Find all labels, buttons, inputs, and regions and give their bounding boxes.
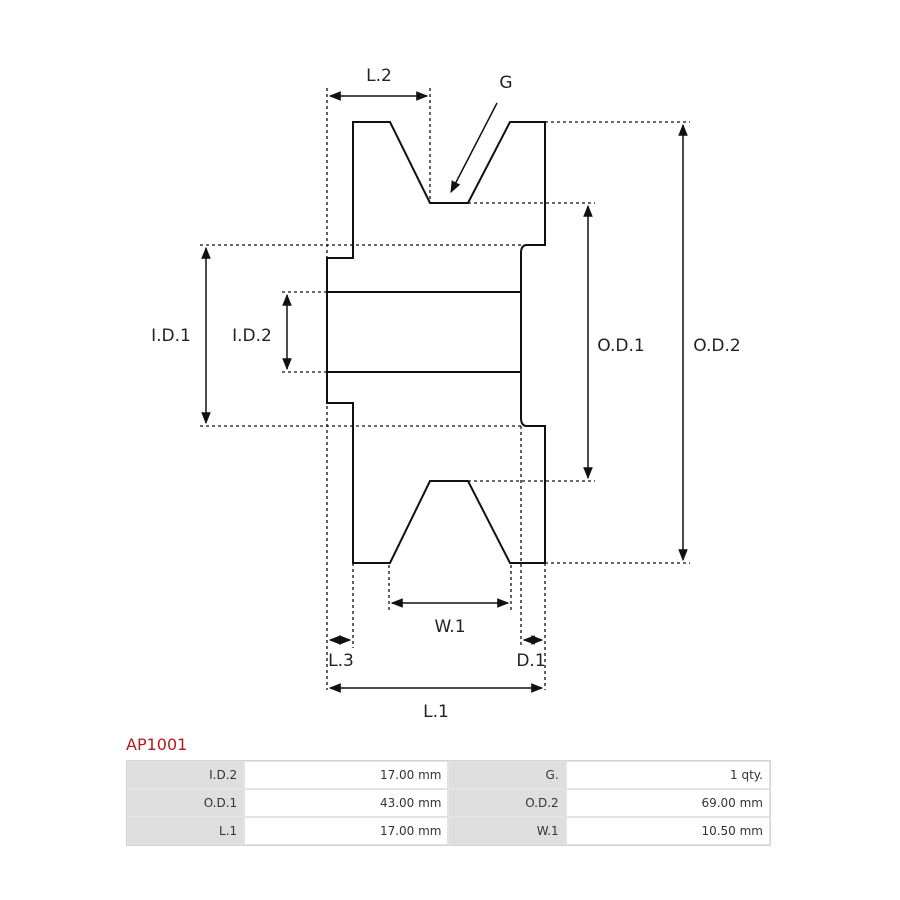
spec-key: O.D.2 xyxy=(448,789,566,817)
dimension-arrows xyxy=(201,91,688,693)
table-row: O.D.1 43.00 mm O.D.2 69.00 mm xyxy=(127,789,770,817)
table-row: L.1 17.00 mm W.1 10.50 mm xyxy=(127,817,770,845)
spec-key: W.1 xyxy=(448,817,566,845)
label-l1: L.1 xyxy=(423,702,449,722)
spec-key: I.D.2 xyxy=(127,761,245,789)
label-d1: D.1 xyxy=(516,651,545,671)
table-row: I.D.2 17.00 mm G. 1 qty. xyxy=(127,761,770,789)
spec-value: 1 qty. xyxy=(565,761,770,789)
spec-key: G. xyxy=(448,761,566,789)
label-g: G xyxy=(499,73,512,93)
specs-table: I.D.2 17.00 mm G. 1 qty. O.D.1 43.00 mm … xyxy=(126,760,771,846)
label-w1: W.1 xyxy=(434,617,465,637)
label-od2: O.D.2 xyxy=(693,336,740,356)
part-number: AP1001 xyxy=(126,735,188,754)
spec-value: 43.00 mm xyxy=(244,789,449,817)
spec-value: 10.50 mm xyxy=(565,817,770,845)
spec-value: 17.00 mm xyxy=(244,817,449,845)
spec-value: 69.00 mm xyxy=(565,789,770,817)
label-l2: L.2 xyxy=(366,66,392,86)
pulley-outline xyxy=(326,121,546,564)
extension-lines xyxy=(200,88,690,690)
label-id2: I.D.2 xyxy=(232,326,272,346)
g-arrow xyxy=(450,102,498,194)
spec-key: O.D.1 xyxy=(127,789,245,817)
label-od1: O.D.1 xyxy=(597,336,644,356)
spec-key: L.1 xyxy=(127,817,245,845)
spec-value: 17.00 mm xyxy=(244,761,449,789)
pulley-dimension-diagram: L.2 G I.D.1 I.D.2 O.D.1 O.D.2 W.1 L.3 D.… xyxy=(151,66,741,722)
label-l3: L.3 xyxy=(328,651,354,671)
label-id1: I.D.1 xyxy=(151,326,191,346)
